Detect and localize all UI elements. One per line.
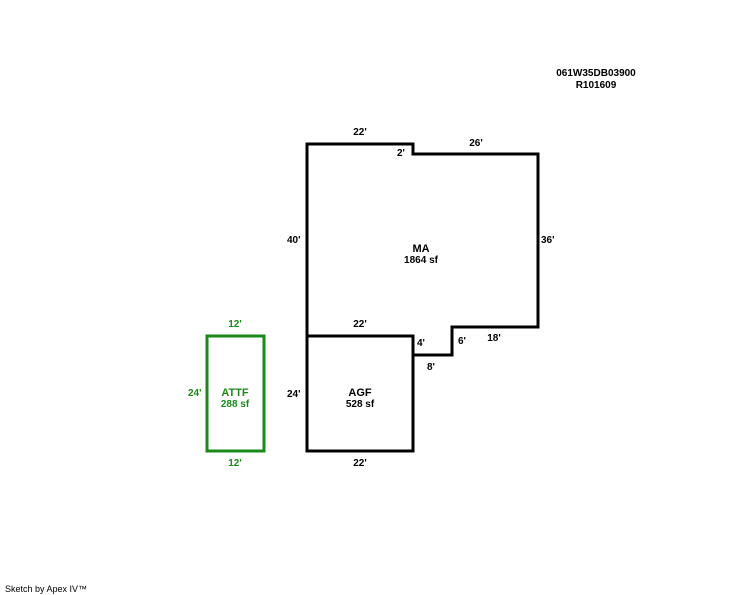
agf-area-name: AGF [348,387,372,399]
agf-area-size: 528 sf [345,399,375,410]
attf-area-name: ATTF [221,387,249,399]
ma-dim-top-right: 26' [469,138,483,149]
attf-dim-left: 24' [188,388,202,399]
sketch-credit: Sketch by Apex IV™ [5,584,88,594]
agf-dim-left: 24' [287,389,301,400]
account-number: R101609 [575,80,617,91]
parcel-id: 061W35DB03900 [556,68,636,79]
attf-area-size: 288 sf [220,399,250,410]
ma-dim-right: 36' [541,235,555,246]
ma-area-size: 1864 sf [404,255,438,266]
ma-dim-top-left: 22' [353,127,367,138]
agf-dim-top: 22' [353,319,367,330]
agf-dim-ledge-bottom: 8' [427,362,435,373]
attf-dim-bottom: 12' [228,458,242,469]
ma-area-name: MA [412,243,430,255]
ma-dim-step-down: 2' [397,148,405,159]
ma-dim-left: 40' [287,235,301,246]
ma-dim-notch-height: 6' [458,336,466,347]
agf-dim-ledge: 4' [417,338,425,349]
attf-outline [205,334,266,453]
agf-outline [305,334,415,453]
attf-dim-top: 12' [228,319,242,330]
ma-dim-bottom-right: 18' [487,333,501,344]
agf-dim-bottom: 22' [353,458,367,469]
